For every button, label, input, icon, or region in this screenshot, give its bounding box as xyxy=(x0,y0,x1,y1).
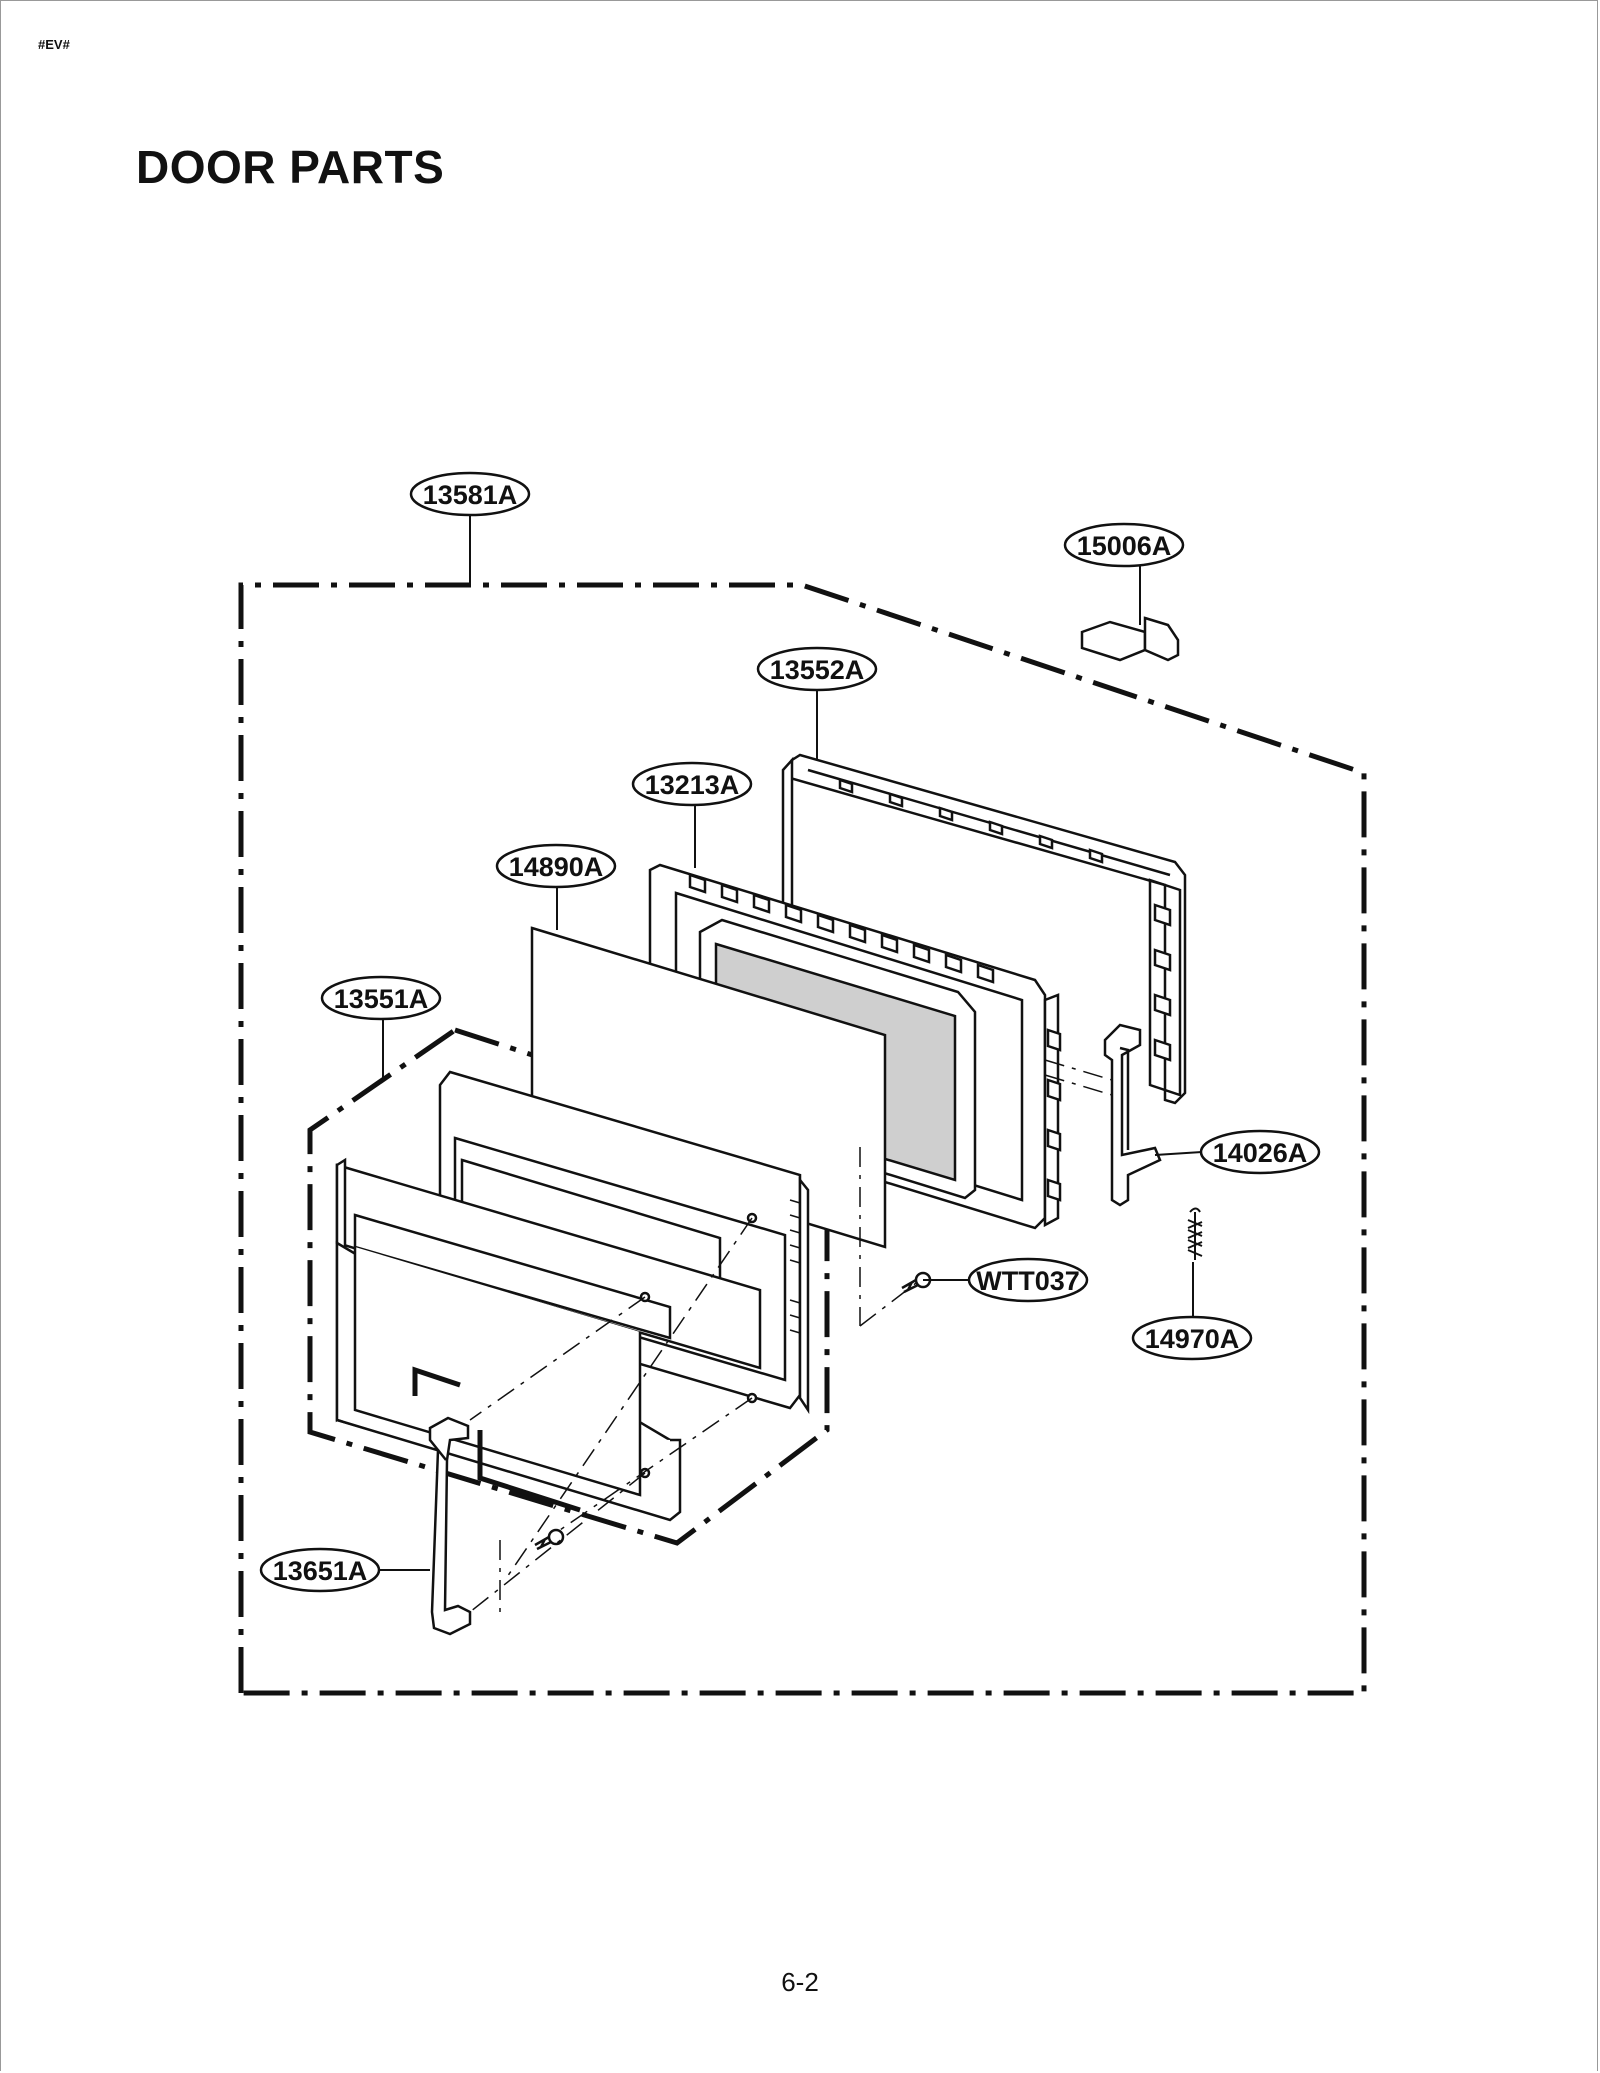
assembly-boundary xyxy=(238,582,1367,1696)
callout-door-glass-text: 14890A xyxy=(509,852,604,882)
latch-lever-part xyxy=(1103,1023,1162,1207)
callout-door-assembly-text: 13581A xyxy=(423,480,518,510)
leader-lines xyxy=(380,513,1203,1571)
spring-part xyxy=(1187,1207,1203,1260)
callout-latch-key-text: 15006A xyxy=(1077,531,1172,561)
callout-latch-key: 15006A xyxy=(1063,522,1185,568)
latch-key-part xyxy=(1080,616,1180,662)
callout-door-glass: 14890A xyxy=(495,843,617,889)
callout-latch-lever: 14026A xyxy=(1199,1129,1321,1175)
panel-vents xyxy=(789,1199,801,1334)
front-panel-part xyxy=(335,1157,762,1522)
callout-screw: WTT037 xyxy=(967,1257,1089,1303)
callout-door-assembly: 13581A xyxy=(409,471,531,517)
callout-door-frame: 13213A xyxy=(631,761,753,807)
callout-handle-text: 13651A xyxy=(273,1556,368,1586)
frame-teeth xyxy=(688,873,1062,1202)
screw-lower xyxy=(534,1528,565,1551)
page-number: 6-2 xyxy=(781,1967,819,1997)
callout-choke-cover: 13552A xyxy=(756,646,878,692)
callout-spring-text: 14970A xyxy=(1145,1324,1240,1354)
callout-screw-text: WTT037 xyxy=(976,1266,1080,1296)
callout-handle: 13651A xyxy=(259,1547,381,1593)
panel-hidden-edge xyxy=(412,1366,581,1513)
callout-door-panel-assembly: 13551A xyxy=(320,975,442,1021)
callout-door-panel-assembly-text: 13551A xyxy=(334,984,429,1014)
choke-cover-part xyxy=(781,753,1187,1105)
callout-latch-lever-text: 14026A xyxy=(1213,1138,1308,1168)
handle-part xyxy=(428,1416,472,1636)
page-title: DOOR PARTS xyxy=(136,141,445,193)
callout-choke-cover-text: 13552A xyxy=(770,655,865,685)
assembly-lines xyxy=(469,1059,1113,1620)
callout-door-frame-text: 13213A xyxy=(645,770,740,800)
callout-spring: 14970A xyxy=(1131,1315,1253,1361)
choke-tabs xyxy=(838,778,1172,1062)
doc-code: #EV# xyxy=(38,37,70,52)
